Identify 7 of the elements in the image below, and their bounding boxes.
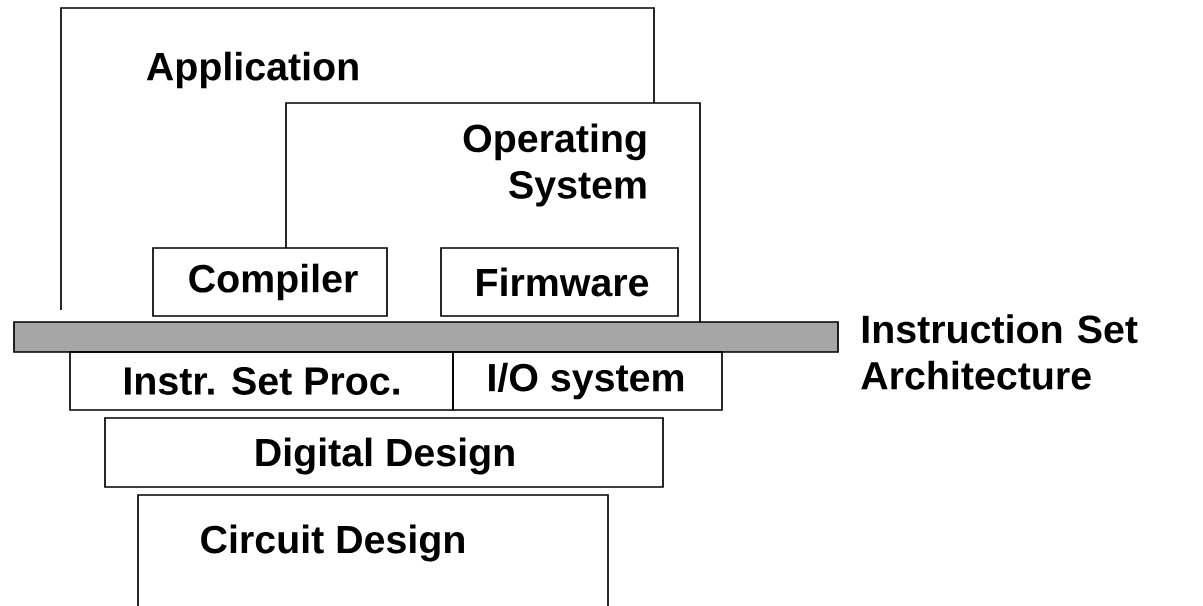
layer-box: I/O system [452, 351, 723, 411]
layer-box: Instr. Set Proc. [69, 351, 454, 411]
layer-frame: Circuit Design [137, 494, 609, 606]
layer-box: Digital Design [104, 417, 664, 488]
layer-box: Compiler [152, 247, 388, 317]
node-label: Instruction Set Architecture [861, 314, 1138, 390]
layer-box: Firmware [440, 247, 679, 317]
